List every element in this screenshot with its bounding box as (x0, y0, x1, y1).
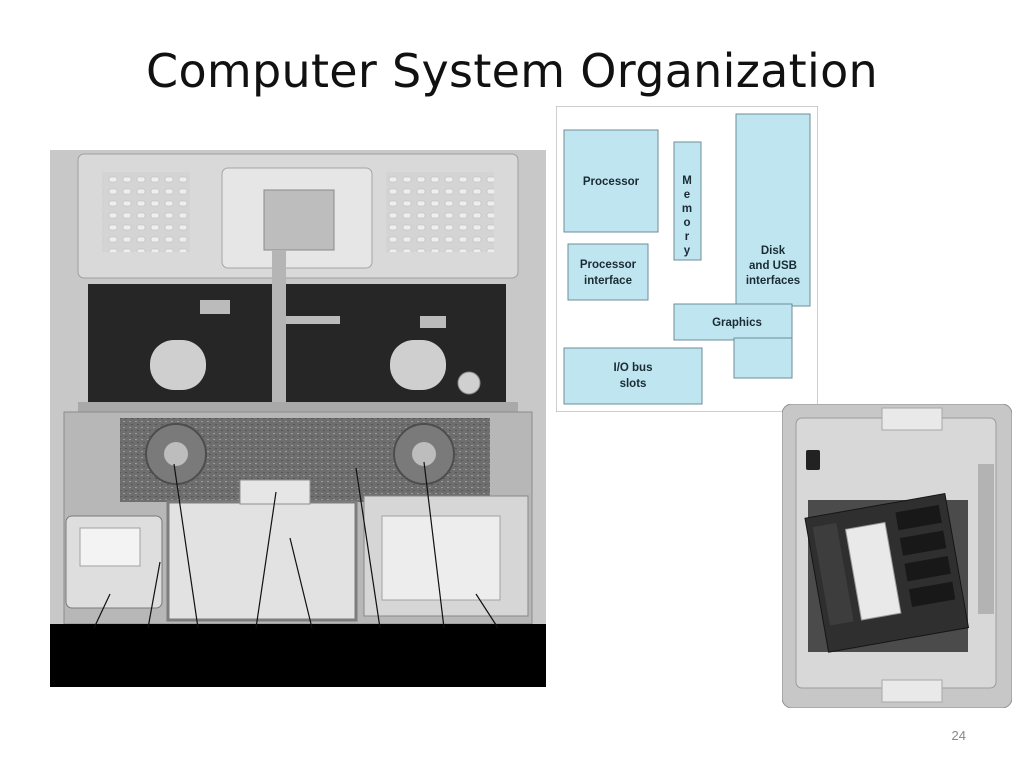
memory-letter-1: M (682, 175, 692, 187)
memory-module-illustration (781, 403, 1013, 709)
disk-usb-label-line3: interfaces (746, 275, 800, 287)
processor-label: Processor (583, 176, 640, 188)
memory-letter-2: e (684, 189, 690, 201)
laptop-internals-photo (50, 150, 546, 687)
slide-title: Computer System Organization (146, 44, 878, 98)
block-diagram-svg: Processor M e m o r y Processor interfac… (555, 105, 819, 413)
io-bus-slots-label-line1: I/O bus (614, 362, 653, 374)
memory-module-photo (781, 403, 1013, 709)
processor-interface-label-line2: interface (584, 275, 632, 287)
graphics-block-extension (733, 337, 793, 379)
graphics-label: Graphics (712, 317, 762, 329)
memory-letter-5: r (685, 231, 690, 243)
processor-interface-block (567, 243, 649, 301)
disk-usb-label-line2: and USB (749, 260, 797, 272)
io-bus-slots-block (563, 347, 703, 405)
memory-letter-4: o (683, 217, 690, 229)
memory-letter-6: y (684, 245, 691, 257)
laptop-internals-illustration (50, 150, 546, 687)
io-bus-slots-label-line2: slots (620, 378, 647, 390)
processor-interface-label-line1: Processor (580, 259, 637, 271)
system-organization-diagram: Processor M e m o r y Processor interfac… (555, 105, 819, 413)
processor-block (563, 129, 659, 233)
disk-usb-label-line1: Disk (761, 245, 786, 257)
graphics-block (673, 303, 793, 341)
disk-usb-block (735, 113, 811, 307)
memory-letter-3: m (682, 203, 692, 215)
page-number: 24 (951, 728, 966, 743)
memory-block (673, 141, 702, 261)
